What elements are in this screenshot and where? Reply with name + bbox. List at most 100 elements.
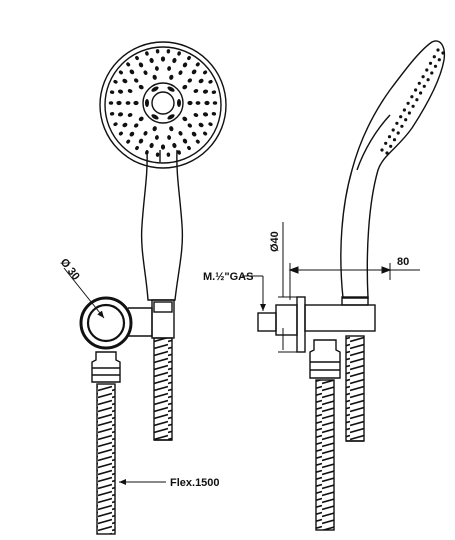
nozzle-dot xyxy=(187,55,191,61)
center-petal xyxy=(145,99,149,107)
nozzle-dot xyxy=(202,89,209,94)
nozzle-dot xyxy=(202,112,209,117)
center-petal xyxy=(151,86,159,92)
side-nozzle-dot xyxy=(436,48,440,52)
nozzle-dot xyxy=(182,84,188,90)
nozzle-dot xyxy=(177,51,181,56)
side-nozzle-dot xyxy=(441,51,445,55)
nozzle-dot xyxy=(133,100,139,106)
diameter-40-dimension xyxy=(278,222,297,353)
nozzle-dot xyxy=(118,131,123,136)
side-nozzle-dot xyxy=(414,88,418,92)
nozzle-dot xyxy=(195,62,200,67)
nozzle-dot xyxy=(127,113,133,117)
label-connection: M.½"GAS xyxy=(203,271,253,283)
side-nozzle-dot xyxy=(395,121,399,125)
side-nozzle-dot xyxy=(437,58,441,62)
nozzle-dot xyxy=(193,113,199,117)
side-nozzle-dot xyxy=(384,141,388,145)
side-nozzle-dot xyxy=(385,151,389,155)
center-petal xyxy=(167,114,175,120)
side-nozzle-dot xyxy=(396,131,400,135)
nozzle-dot xyxy=(182,138,188,144)
nozzle-dot xyxy=(166,49,171,54)
side-nozzle-dot xyxy=(422,84,426,88)
nozzle-dot xyxy=(208,79,213,84)
nozzle-dot xyxy=(212,101,218,105)
nozzle-dot xyxy=(126,62,131,67)
nozzle-dot xyxy=(118,70,123,75)
nozzle-rings xyxy=(108,49,218,157)
nozzle-dot xyxy=(138,62,144,68)
nozzle-dot xyxy=(211,90,217,94)
nozzle-dot xyxy=(169,126,174,132)
nozzle-dot xyxy=(117,89,124,94)
nozzle-dot xyxy=(154,66,159,71)
nozzle-dot xyxy=(145,150,149,155)
center-petal xyxy=(177,99,181,107)
center-petal xyxy=(151,114,159,120)
side-nozzle-dot xyxy=(415,98,419,102)
nozzle-dot xyxy=(187,100,193,106)
nozzle-dot xyxy=(152,126,157,132)
side-nozzle-dot xyxy=(430,71,434,75)
nozzle-dot xyxy=(182,62,188,68)
nozzle-dot xyxy=(203,70,208,75)
nozzle-dot xyxy=(149,57,154,64)
side-nozzle-dot xyxy=(419,91,423,95)
label-dimension-80: 80 xyxy=(397,256,409,268)
side-view xyxy=(257,40,446,531)
side-nozzle-dot xyxy=(411,104,415,108)
diameter-30-dimension xyxy=(63,267,105,319)
nozzle-dot xyxy=(160,56,166,62)
handset-head xyxy=(99,41,227,169)
nozzle-dot xyxy=(208,122,213,127)
nozzle-dot xyxy=(113,79,118,84)
center-petal xyxy=(167,86,175,92)
nozzle-dot xyxy=(198,78,204,84)
hose-side-upper xyxy=(345,335,365,442)
wall-flange xyxy=(296,296,306,353)
nozzle-dot xyxy=(108,101,114,105)
nozzle-dot xyxy=(195,101,201,105)
side-nozzle-dot xyxy=(417,81,421,85)
side-nozzle-dot xyxy=(389,144,393,148)
side-nozzle-dot xyxy=(402,108,406,112)
side-nozzle-dot xyxy=(433,64,438,68)
nozzle-dot xyxy=(109,90,115,94)
nozzle-dot xyxy=(198,122,204,128)
nozzle-dot xyxy=(127,89,133,93)
label-hose-length: Flex.1500 xyxy=(170,477,220,489)
nozzle-dot xyxy=(160,144,166,150)
nozzle-dot xyxy=(143,131,148,136)
nozzle-dot xyxy=(133,78,139,83)
nozzle-dot xyxy=(193,89,199,93)
nozzle-dot xyxy=(135,145,139,151)
nozzle-dot xyxy=(143,70,148,75)
nozzle-dot xyxy=(191,69,197,75)
nozzle-dot xyxy=(178,70,183,75)
nozzle-dot xyxy=(167,66,172,71)
handset-side-profile xyxy=(340,40,446,299)
nozzle-dot xyxy=(122,78,128,84)
nozzle-dot xyxy=(138,138,144,144)
side-nozzle-dot xyxy=(426,78,430,82)
nozzle-dot xyxy=(155,49,160,54)
nozzle-dot xyxy=(191,131,197,137)
side-nozzle-dot xyxy=(425,68,429,72)
nozzle-dot xyxy=(135,55,139,61)
label-diameter-40: Ø40 xyxy=(269,231,281,252)
label-diameter-30: Ø 30 xyxy=(58,256,82,282)
nozzle-dot xyxy=(154,135,159,140)
hose-front-upper xyxy=(153,337,173,441)
side-nozzle-dot xyxy=(399,115,403,119)
nozzle-dot xyxy=(203,131,208,136)
nozzle-dot xyxy=(172,57,177,64)
nozzle-dot xyxy=(195,139,200,144)
nozzle-dot xyxy=(113,122,118,127)
side-nozzle-dot xyxy=(400,124,404,128)
hose-side-lower xyxy=(315,379,335,531)
dimension-80 xyxy=(288,263,420,300)
side-nozzle-dot xyxy=(391,128,395,132)
nozzle-dot xyxy=(152,74,157,80)
